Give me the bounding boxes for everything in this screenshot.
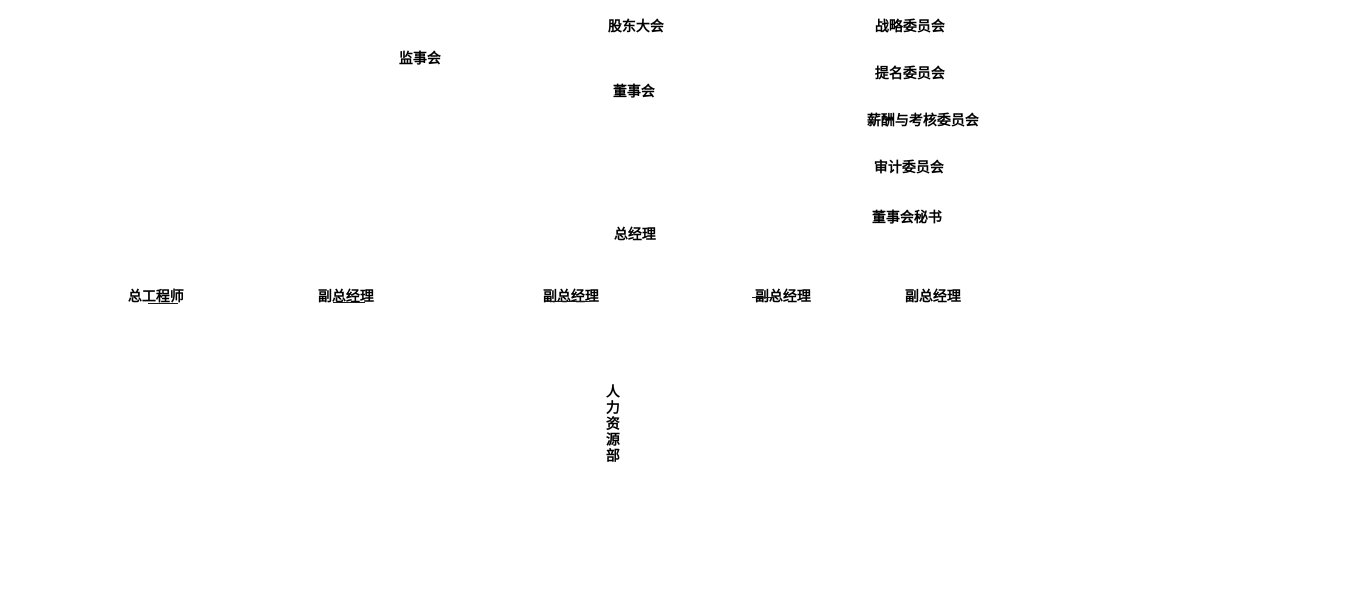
node-supervisory-board: 监事会 — [399, 51, 441, 67]
node-chief-engineer: 总工程师 — [128, 289, 184, 305]
node-board-of-directors: 董事会 — [613, 84, 655, 100]
node-shareholders-meeting: 股东大会 — [608, 19, 664, 35]
node-board-secretary: 董事会秘书 — [872, 210, 942, 226]
connector-line-fragment — [545, 301, 590, 302]
node-strategy-committee: 战略委员会 — [875, 19, 945, 35]
node-nomination-committee: 提名委员会 — [875, 66, 945, 82]
node-general-manager: 总经理 — [614, 227, 656, 243]
node-hr-department: 人力资源部 — [604, 384, 620, 464]
node-deputy-general-manager-3: 副总经理 — [755, 289, 811, 305]
node-remuneration-appraisal-committee: 薪酬与考核委员会 — [867, 113, 979, 129]
connector-line-fragment — [752, 297, 774, 298]
node-deputy-general-manager-1: 副总经理 — [318, 289, 374, 305]
connector-line-fragment — [333, 302, 365, 303]
node-deputy-general-manager-4: 副总经理 — [905, 289, 961, 305]
node-deputy-general-manager-2: 副总经理 — [543, 289, 599, 305]
node-audit-committee: 审计委员会 — [874, 160, 944, 176]
connector-line-fragment — [148, 303, 178, 304]
